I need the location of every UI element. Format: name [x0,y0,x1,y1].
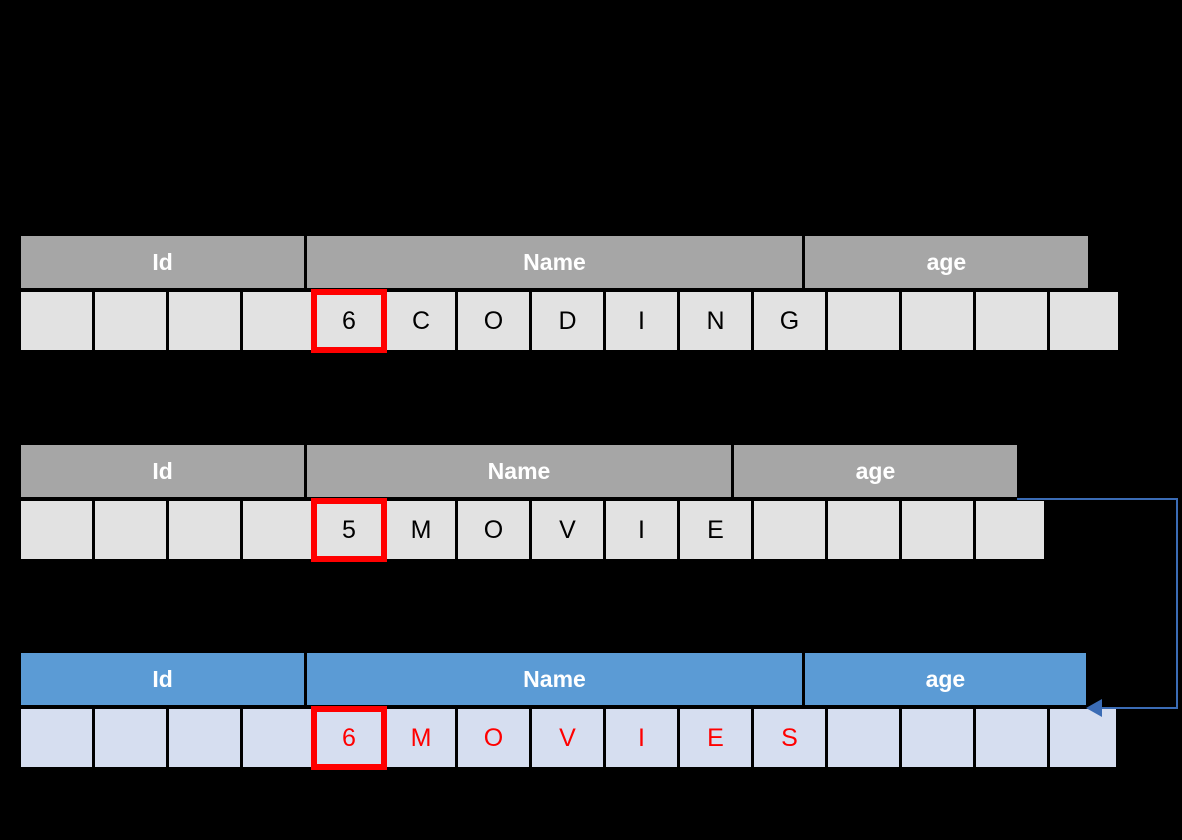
highlighted-id-cell: 6 [311,706,387,770]
table-cell [243,501,311,559]
table-cell: V [532,501,603,559]
table-cell [1050,292,1118,350]
table-cell: S [754,709,825,767]
table-cell [21,292,92,350]
highlighted-id-cell: 6 [311,289,387,353]
connector-arrow-head-icon [1086,699,1102,717]
table-cell [828,292,899,350]
table-cell: D [532,292,603,350]
table-cell: C [387,292,455,350]
table-cell [169,709,240,767]
table-cell: O [458,709,529,767]
table-cell [21,709,92,767]
column-header-name: Name [307,445,731,497]
table-cell [902,709,973,767]
table-cell [169,292,240,350]
table-cell: I [606,292,677,350]
table-cell [21,501,92,559]
table-cell [976,501,1044,559]
table-cell: I [606,709,677,767]
table-cell: O [458,292,529,350]
table-cell: E [680,709,751,767]
table-cell [95,501,166,559]
table-cell [95,292,166,350]
column-header-name: Name [307,236,802,288]
table-cell [976,709,1047,767]
table-cell [754,501,825,559]
connector-segment-2 [1176,498,1178,709]
column-header-id: Id [21,653,305,705]
connector-segment-3 [1100,707,1178,709]
table-cell [243,292,311,350]
table-cell: M [387,501,455,559]
table-cell: N [680,292,751,350]
table-cell [243,709,311,767]
table-cell [828,501,899,559]
column-header-name: Name [307,653,802,705]
table-cell: G [754,292,825,350]
table-cell [902,501,973,559]
table-cell [976,292,1047,350]
column-header-age: age [804,236,1088,288]
column-header-age: age [733,445,1017,497]
table-cell [169,501,240,559]
column-header-age: age [804,653,1086,705]
table-cell [902,292,973,350]
table-cell: E [680,501,751,559]
table-cell: M [387,709,455,767]
table-cell [828,709,899,767]
table-cell [95,709,166,767]
table-cell [1050,709,1116,767]
highlighted-id-cell: 5 [311,498,387,562]
column-header-id: Id [21,236,305,288]
table-cell: I [606,501,677,559]
column-header-id: Id [21,445,305,497]
connector-segment-1 [1017,498,1178,500]
table-cell: O [458,501,529,559]
table-cell: V [532,709,603,767]
